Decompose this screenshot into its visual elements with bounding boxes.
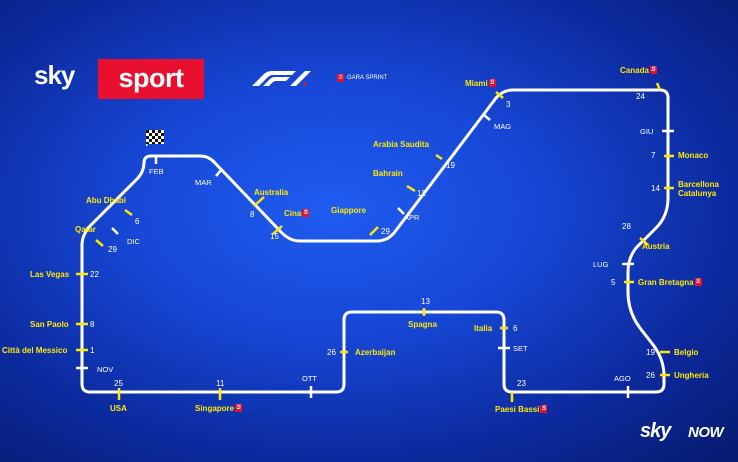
race-day-canada: 24	[636, 92, 645, 101]
race-name-ungheria: Ungheria	[674, 371, 709, 380]
sprint-badge: S	[540, 405, 548, 413]
race-day-barcellona: 14	[651, 184, 660, 193]
race-name-austria: Austria	[642, 242, 670, 251]
race-name-bahrain: Bahrain	[373, 169, 403, 178]
race-day-azerbaijan: 26	[327, 348, 336, 357]
month-feb: FEB	[149, 167, 164, 176]
month-apr: APR	[404, 213, 420, 222]
tick-bahrain	[406, 184, 416, 193]
checkered-flag-icon	[146, 130, 164, 146]
sprint-badge: S	[302, 209, 310, 217]
footer-now-logo: NOW	[688, 424, 724, 441]
race-day-arabia-saudita: 19	[446, 161, 455, 170]
tick-arabia	[435, 153, 443, 161]
race-day-san-paolo: 8	[90, 320, 95, 329]
race-day-las-vegas: 22	[90, 270, 99, 279]
race-day-ungheria: 26	[646, 371, 655, 380]
race-day-spagna: 13	[421, 297, 430, 306]
month-lug: LUG	[593, 260, 609, 269]
track-line	[80, 88, 670, 394]
tick-austria	[639, 237, 649, 246]
race-day-abu-dhabi: 6	[135, 217, 140, 226]
tick-abudhabi	[124, 208, 133, 217]
sprint-badge: S	[235, 404, 243, 412]
sprint-badge: S	[488, 79, 496, 87]
race-name-citta-del-messico: Città del Messico	[2, 346, 68, 355]
race-name-azerbaijan: Azerbaijan	[355, 348, 396, 357]
race-day-citta-del-messico: 1	[90, 346, 95, 355]
month-ott: OTT	[302, 374, 317, 383]
month-dic: DIC	[127, 237, 140, 246]
race-day-singapore: 11	[216, 379, 225, 388]
tick-miami	[495, 91, 504, 99]
race-day-australia: 8	[250, 210, 255, 219]
race-day-miami: 3	[506, 100, 511, 109]
race-day-monaco: 7	[651, 151, 656, 160]
race-name-las-vegas: Las Vegas	[30, 270, 70, 279]
month-nov: NOV	[97, 365, 114, 374]
month-giu: GIU	[640, 127, 654, 136]
tick-cina	[272, 225, 283, 235]
tick-mar	[215, 168, 223, 177]
tick-dic	[111, 227, 119, 235]
race-name-italia: Italia	[474, 324, 493, 333]
sprint-legend-badge: S	[337, 74, 344, 82]
tick-mag	[483, 114, 491, 121]
race-day-cina: 15	[270, 232, 279, 241]
race-day-giappore: 29	[381, 227, 390, 236]
race-name-san-paolo: San Paolo	[30, 320, 69, 329]
tick-qatar	[95, 239, 104, 247]
month-set: SET	[513, 344, 528, 353]
race-day-bahrain: 12	[417, 189, 426, 198]
race-day-paesi-bassi: 23	[517, 379, 526, 388]
race-name-usa: USA	[110, 404, 127, 413]
month-mar: MAR	[195, 178, 212, 187]
race-day-qatar: 29	[108, 245, 117, 254]
race-day-usa: 25	[114, 379, 123, 388]
race-day-austria: 28	[622, 222, 631, 231]
month-mag: MAG	[494, 122, 512, 131]
race-name-giappore: Giappore	[331, 206, 367, 215]
tick-apr	[397, 207, 405, 215]
race-name-belgio: Belgio	[674, 348, 699, 357]
race-name-spagna: Spagna	[408, 320, 437, 329]
f1-logo-icon	[252, 71, 311, 86]
sprint-badge: S	[649, 66, 657, 74]
race-day-italia: 6	[513, 324, 518, 333]
race-name-arabia-saudita: Arabia Saudita	[373, 140, 430, 149]
month-ago: AGO	[614, 374, 631, 383]
race-name-barcellona: Barcellona	[678, 180, 719, 189]
race-name-catalunya: Catalunya	[678, 189, 717, 198]
sky-logo: sky	[34, 60, 75, 90]
race-day-belgio: 19	[646, 348, 655, 357]
race-name-monaco: Monaco	[678, 151, 709, 160]
sport-logo: sport	[98, 59, 204, 99]
sprint-badge: S	[694, 278, 702, 286]
race-name-qatar: Qatar	[75, 225, 96, 234]
sprint-legend-label: GARA SPRINT	[347, 75, 388, 81]
footer-sky-logo: sky	[640, 420, 671, 442]
tick-canada	[655, 82, 662, 91]
tick-giappore	[369, 226, 379, 236]
race-day-gran-bretagna: 5	[611, 278, 616, 287]
tick-australia	[253, 196, 265, 207]
race-name-australia: Australia	[254, 188, 289, 197]
race-name-abu-dhabi: Abu Dhabi	[86, 196, 126, 205]
